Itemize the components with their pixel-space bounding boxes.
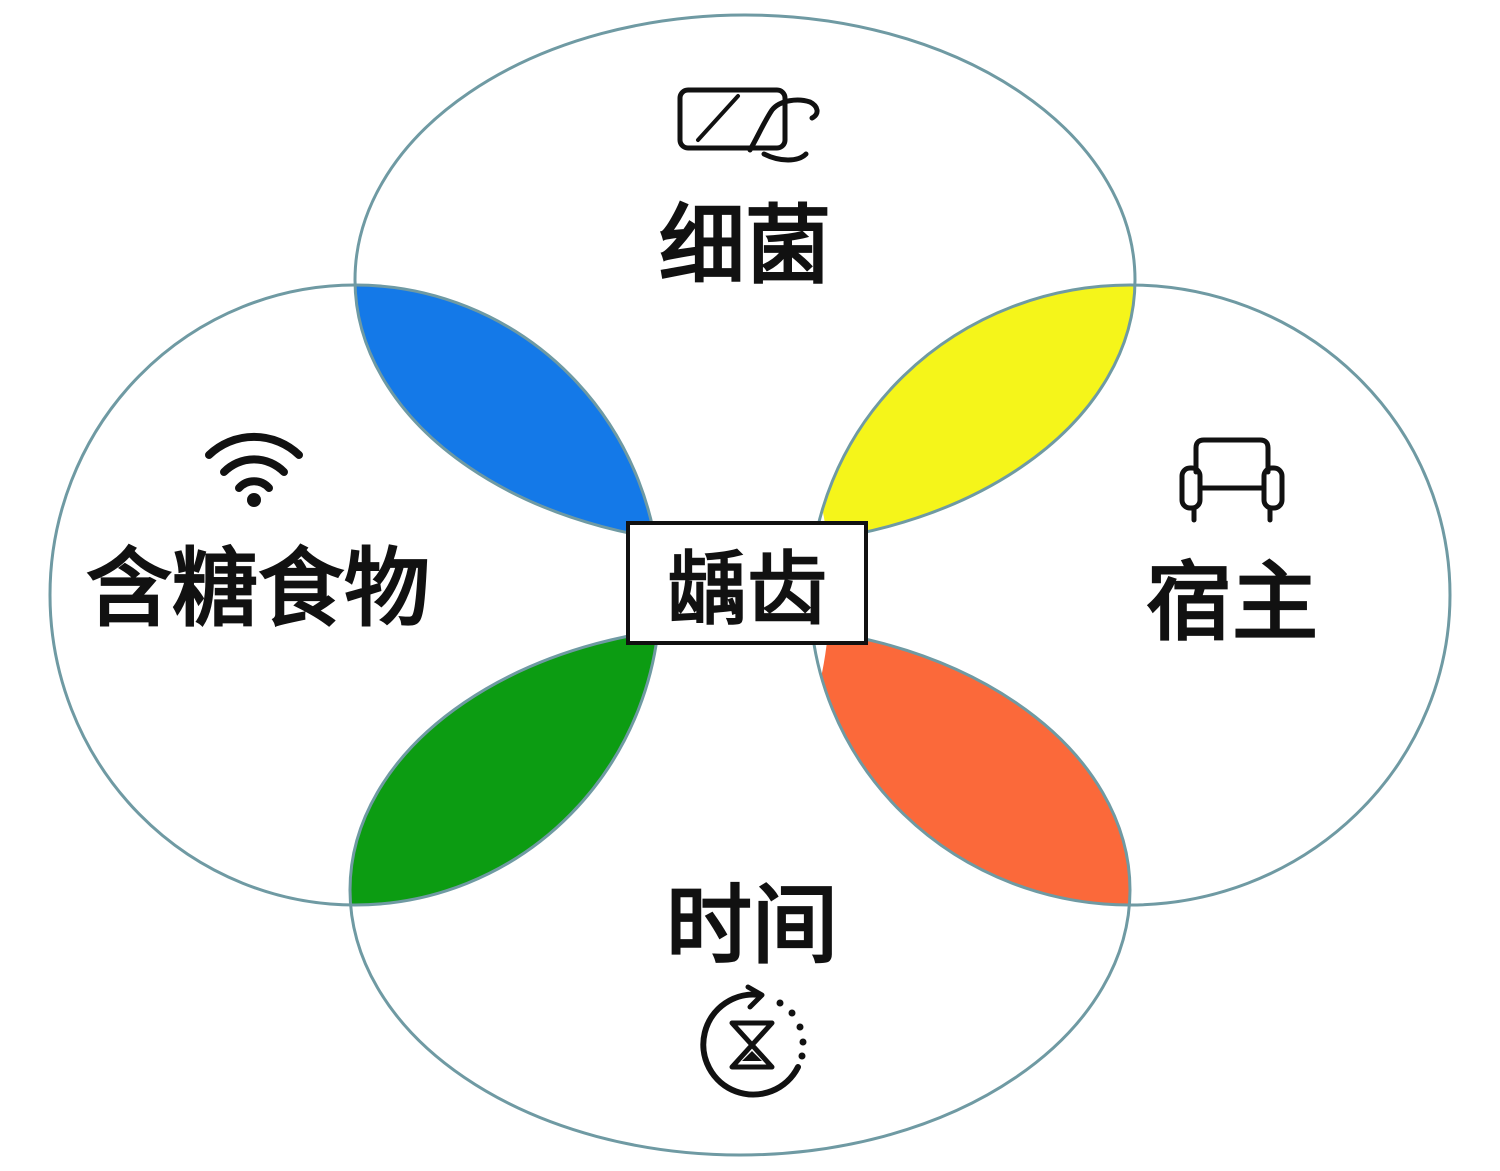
sofa-icon <box>1179 437 1285 523</box>
center-label-caries: 龋齿 <box>667 543 827 636</box>
factor-label-bacteria: 细菌 <box>659 196 831 296</box>
factor-label-time: 时间 <box>666 876 838 976</box>
wifi-icon <box>205 432 303 507</box>
phone-touch-icon <box>677 87 820 163</box>
hourglass-timer-icon <box>700 984 807 1098</box>
center-label-box <box>626 521 868 645</box>
factor-label-sugar-food: 含糖食物 <box>86 539 430 639</box>
factor-label-host: 宿主 <box>1146 553 1318 653</box>
